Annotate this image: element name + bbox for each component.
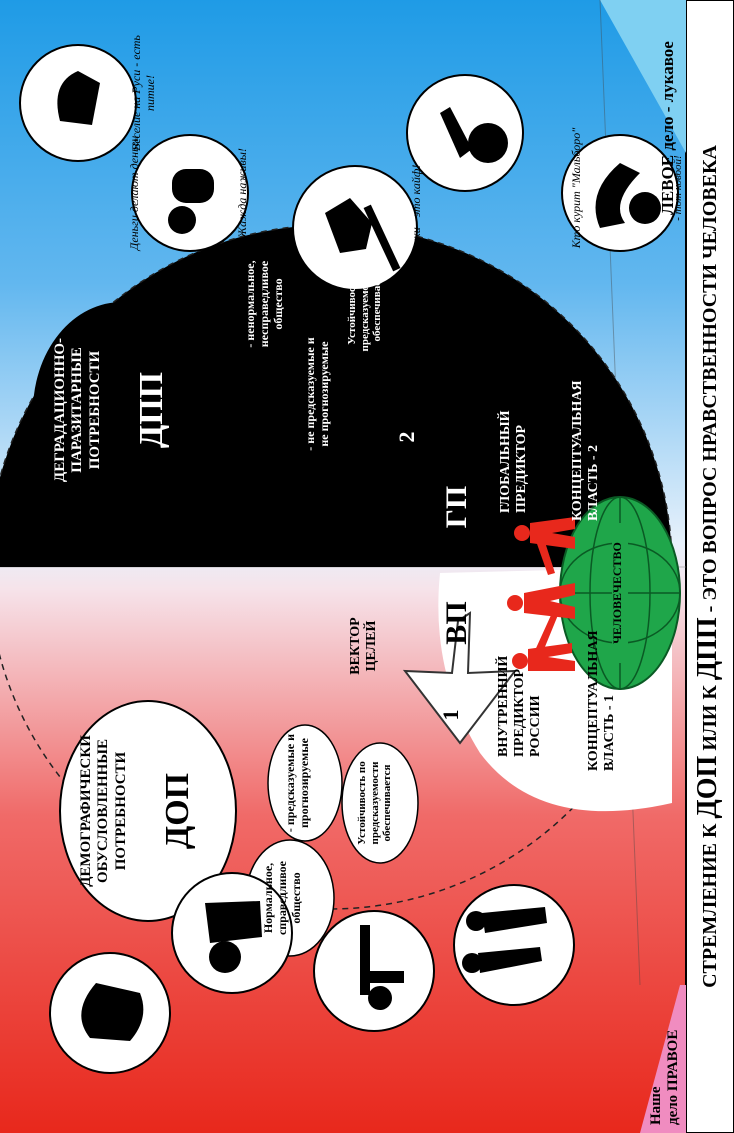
arrow-dop — [402, 611, 518, 745]
globe-label: ЧЕЛОВЕЧЕСТВО — [610, 542, 624, 644]
dop-title: ДЕМОГРАФИЧЕСКИ ОБУСЛОВЛЕННЫЕ ПОТРЕБНОСТИ — [78, 735, 129, 887]
footer-middle: ИЛИ К — [699, 680, 721, 756]
dpp-bubble-1 — [226, 243, 314, 367]
dop-bubble-3 — [341, 742, 419, 864]
vice-caption-drugs: Наркотики - это кайф! — [409, 164, 423, 286]
vice-icons — [19, 44, 679, 291]
footer-suffix: - ЭТО ВОПРОС НРАВСТВЕННОСТИ ЧЕЛОВЕКА — [699, 145, 721, 618]
dpp-title: ДЕГРАДАЦИОННО-ПАРАЗИТАРНЫЕ ПОТРЕБНОСТИ — [52, 337, 103, 483]
vice-caption-smoke-1: Кто курит "Мальборо" — [569, 127, 583, 249]
dpp-bubble-2-text: - не предсказуемые и не прогнозируемые — [303, 337, 331, 451]
dpp-num: 2 — [394, 431, 419, 443]
gp-line1: ГЛОБАЛЬНЫЙ ПРЕДИКТОР — [498, 410, 530, 513]
footer-dpp: ДПП — [692, 617, 723, 681]
gp-line2: КОНЦЕПТУАЛЬНАЯ ВЛАСТЬ - 2 — [570, 380, 602, 521]
red-figures — [507, 517, 575, 671]
dpp-vector: ВЕКТОР ЦЕЛЕЙ — [340, 477, 372, 535]
footer-prefix: СТРЕМЛЕНИЕ К — [699, 818, 721, 988]
vice-caption-money-1: Деньги делают деньги — [127, 135, 141, 251]
dpp-ellipse — [33, 302, 211, 520]
dop-bubble-2 — [267, 724, 343, 842]
dpp-bubble-3-text: Устойчивость по предсказуемости не обесп… — [346, 254, 384, 352]
vice-caption-money-2: Жажда наживы! — [235, 148, 249, 238]
footer-dop: ДОП — [692, 755, 723, 819]
gp-abbr: ГП — [440, 485, 473, 529]
dop-num: 1 — [438, 709, 463, 721]
left-tag-shape — [640, 985, 686, 1133]
dpp-abbr: ДПП — [133, 371, 170, 449]
dop-bubble-1-text: Нормальное, справедливое общество — [261, 861, 303, 936]
dpp-bubble-2 — [287, 331, 363, 459]
dop-abbr: ДОП — [159, 772, 196, 850]
vp-line1: ВНУТРЕННИЙ ПРЕДИКТОР РОССИИ — [496, 655, 544, 757]
footer-statement: СТРЕМЛЕНИЕ К ДОП ИЛИ К ДПП - ЭТО ВОПРОС … — [692, 0, 724, 1133]
left-tag-line1: Наше — [648, 1086, 664, 1126]
right-tag-shape — [600, 0, 686, 153]
dpp-bubble-1-text: - ненормальное, несправедливое общество — [243, 260, 285, 348]
left-tag: Наше дело ПРАВОЕ — [648, 985, 683, 1125]
vice-caption-smoke-2: - тот ковбой! — [672, 155, 684, 221]
virtue-icons — [49, 872, 575, 1074]
dop-ellipse — [59, 700, 237, 922]
dop-vector: ВЕКТОР ЦЕЛЕЙ — [348, 617, 380, 675]
dop-bubble-2-text: - предсказуемые и прогнозируемые — [283, 733, 311, 833]
vp-abbr: ВП — [440, 601, 473, 645]
left-tag-line2: дело ПРАВОЕ — [665, 1029, 682, 1125]
dop-bubble-3-text: Устойчивость по предсказуемости обеспечи… — [356, 761, 394, 845]
